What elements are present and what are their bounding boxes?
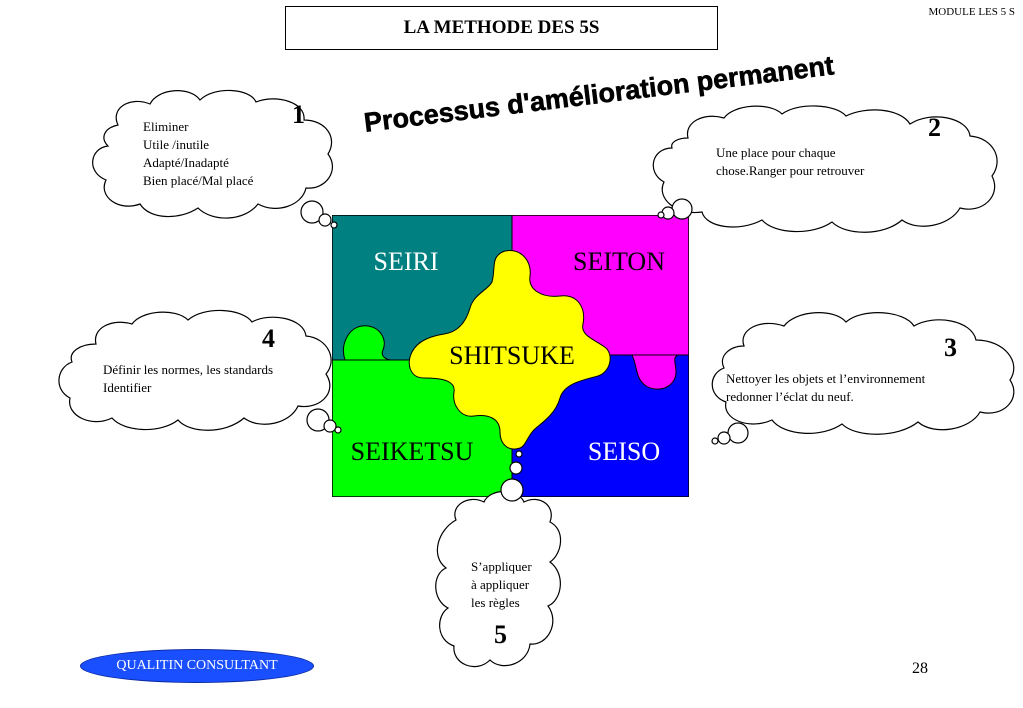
cloud-4 [58, 309, 342, 434]
shitsuke-label: SHITSUKE [449, 341, 575, 370]
seiketsu-tab [343, 325, 393, 361]
cloud-2 [652, 105, 998, 233]
seiso-label: SEISO [588, 437, 660, 466]
cloud-4-number: 4 [262, 324, 275, 353]
page-number: 28 [912, 660, 928, 677]
cloud-5 [435, 450, 562, 668]
company-name: QUALITIN CONSULTANT [116, 658, 278, 673]
seiton-label: SEITON [573, 247, 665, 276]
cloud-3-text: Nettoyer les objets et l’environnement r… [726, 371, 926, 404]
puzzle-board [332, 215, 689, 497]
module-label: MODULE LES 5 S [928, 6, 1015, 18]
cloud-1 [92, 89, 338, 229]
seiketsu-label: SEIKETSU [351, 437, 474, 466]
seiri-label: SEIRI [374, 247, 439, 276]
cloud-1-text: Eliminer Utile /inutile Adapté/Inadapté … [143, 119, 254, 188]
seiton-tab [631, 354, 679, 390]
cloud-2-text: Une place pour chaque chose.Ranger pour … [716, 145, 865, 178]
cloud-2-number: 2 [928, 113, 941, 142]
shitsuke-piece [408, 250, 611, 450]
cloud-5-text: S’appliquer à appliquer les règles [471, 559, 532, 610]
page-title: LA METHODE DES 5S [285, 6, 718, 50]
cloud-5-number: 5 [494, 620, 507, 649]
cloud-3-number: 3 [944, 333, 957, 362]
cloud-4-text: Définir les normes, les standards Identi… [103, 362, 274, 395]
cloud-1-number: 1 [292, 100, 305, 129]
cloud-3 [711, 312, 1015, 445]
company-badge[interactable]: QUALITIN CONSULTANT [80, 649, 314, 683]
